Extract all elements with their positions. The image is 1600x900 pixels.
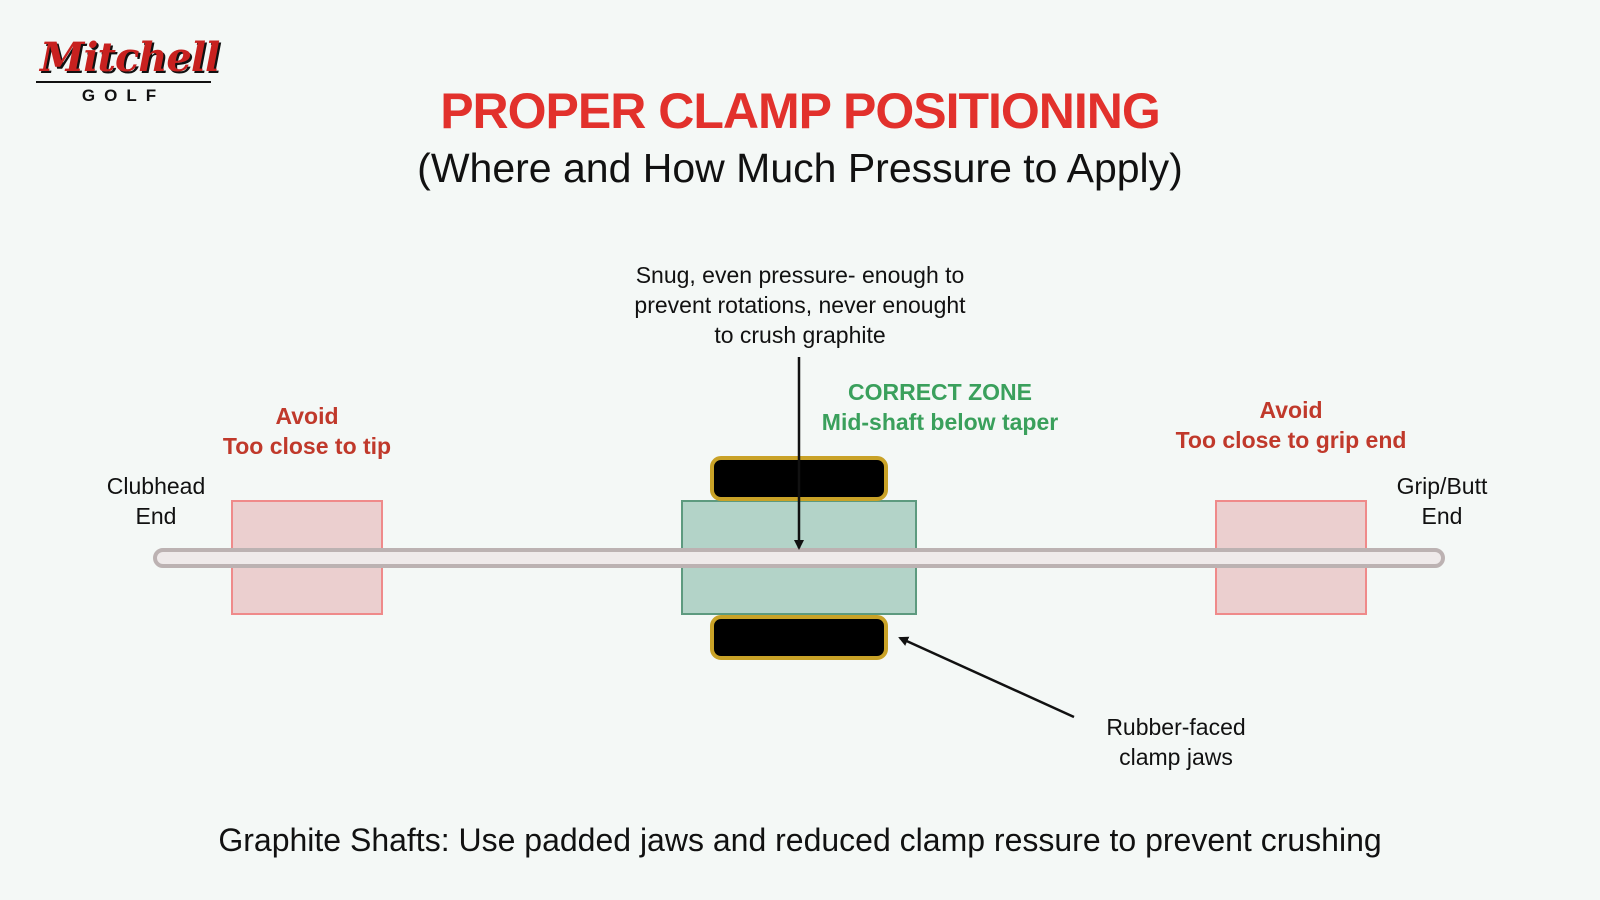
jaws-arrow [898, 636, 1075, 719]
avoid-grip-label: Avoid Too close to grip end [1141, 395, 1441, 455]
jaws-label: Rubber-faced clamp jaws [1076, 712, 1276, 772]
correct-zone-desc: Mid-shaft below taper [821, 409, 1059, 435]
grip-end-line1: Grip/Butt [1396, 473, 1488, 499]
avoid-grip-title: Avoid [1259, 397, 1323, 423]
pressure-note-line1: Snug, even pressure- enough to [635, 262, 965, 288]
clamp-jaw-bottom [710, 615, 888, 660]
grip-end-line2: End [1421, 503, 1463, 529]
avoid-tip-label: Avoid Too close to tip [157, 401, 457, 461]
clubhead-end-label: Clubhead End [76, 471, 236, 531]
page-subtitle: (Where and How Much Pressure to Apply) [417, 145, 1183, 191]
mitchell-golf-logo: Mitchell GOLF [36, 34, 220, 114]
pressure-note-line2: prevent rotations, never enought [634, 292, 966, 318]
clubhead-end-line2: End [135, 503, 177, 529]
pressure-note-line3: to crush graphite [714, 322, 886, 348]
golf-shaft [153, 548, 1445, 568]
jaws-label-line1: Rubber-faced [1106, 714, 1246, 740]
avoid-tip-desc: Too close to tip [222, 433, 392, 459]
avoid-grip-desc: Too close to grip end [1175, 427, 1407, 453]
logo-divider [36, 81, 211, 83]
grip-end-label: Grip/Butt End [1362, 471, 1522, 531]
avoid-tip-title: Avoid [275, 403, 339, 429]
pressure-note: Snug, even pressure- enough to prevent r… [580, 260, 1020, 350]
footer-note: Graphite Shafts: Use padded jaws and red… [218, 822, 1382, 858]
correct-zone-title: CORRECT ZONE [848, 379, 1032, 405]
page-title: PROPER CLAMP POSITIONING [440, 83, 1161, 139]
clubhead-end-line1: Clubhead [106, 473, 206, 499]
logo-brand: Mitchell [40, 34, 220, 81]
jaws-label-line2: clamp jaws [1119, 744, 1233, 770]
logo-sub: GOLF [81, 86, 166, 105]
correct-zone-label: CORRECT ZONE Mid-shaft below taper [780, 377, 1100, 437]
